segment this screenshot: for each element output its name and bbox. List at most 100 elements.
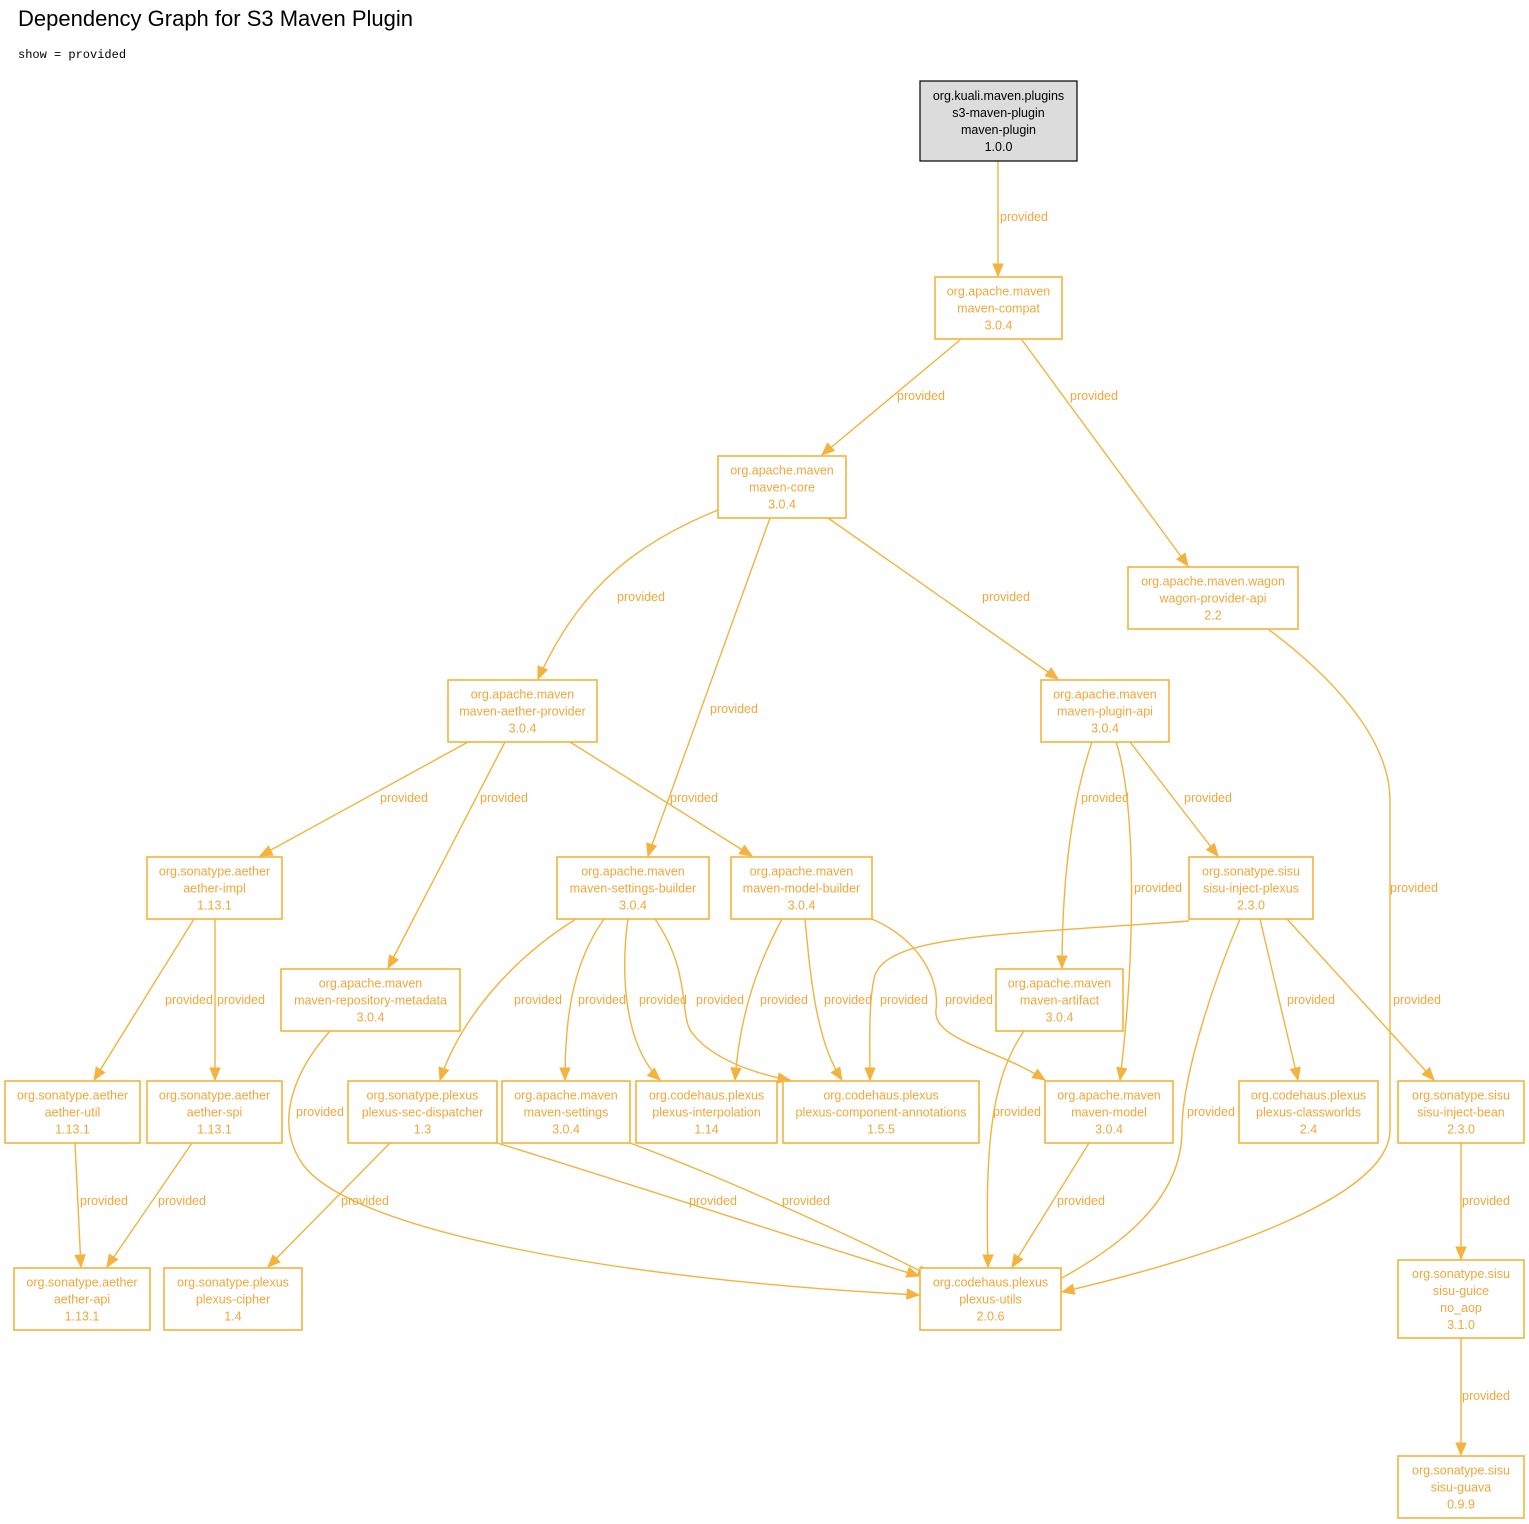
node-label-line: org.sonatype.sisu <box>1202 865 1300 879</box>
node-label-line: 2.0.6 <box>977 1310 1005 1324</box>
node-label-line: org.sonatype.aether <box>159 1089 270 1103</box>
node-label-line: sisu-inject-bean <box>1417 1106 1505 1120</box>
arrowhead <box>387 954 400 970</box>
node-label-line: maven-repository-metadata <box>294 994 447 1008</box>
arrowhead <box>1455 1246 1467 1261</box>
arrowhead <box>1205 842 1219 858</box>
edge-line <box>267 1142 391 1268</box>
node-label-line: maven-compat <box>957 302 1040 316</box>
node-interp[interactable]: org.codehaus.plexusplexus-interpolation1… <box>635 1080 778 1144</box>
arrowhead <box>267 1254 281 1268</box>
nodes-layer: org.kuali.maven.pluginss3-maven-pluginma… <box>4 80 1525 1519</box>
node-label-line: 1.13.1 <box>65 1310 100 1324</box>
node-box <box>995 968 1124 1032</box>
node-wagon[interactable]: org.apache.maven.wagonwagon-provider-api… <box>1127 566 1299 630</box>
node-label-line: 1.14 <box>694 1123 718 1137</box>
edge-label: provided <box>1057 1194 1105 1208</box>
node-label-line: plexus-component-annotations <box>796 1106 967 1120</box>
edge-root-to-compat: provided <box>992 161 1048 278</box>
edge-aetherprov-to-aetherimpl: provided <box>258 741 469 857</box>
arrowhead <box>821 442 836 456</box>
node-root[interactable]: org.kuali.maven.pluginss3-maven-pluginma… <box>919 80 1078 162</box>
edge-sisuplexus-to-sisubean: provided <box>1286 918 1441 1081</box>
arrowhead <box>1421 1066 1435 1081</box>
node-label-line: maven-model <box>1071 1106 1147 1120</box>
edge-label: provided <box>696 993 744 1007</box>
edge-artifact-to-utils: provided <box>982 1030 1041 1269</box>
node-label-line: org.apache.maven <box>1053 688 1157 702</box>
node-box <box>1188 856 1314 920</box>
edge-label: provided <box>1287 993 1335 1007</box>
node-secdisp[interactable]: org.sonatype.plexusplexus-sec-dispatcher… <box>347 1080 498 1144</box>
edge-label: provided <box>380 791 428 805</box>
edge-label: provided <box>824 993 872 1007</box>
node-label-line: org.apache.maven <box>1057 1089 1161 1103</box>
node-label-line: 1.13.1 <box>197 1123 232 1137</box>
edge-label: provided <box>1462 1194 1510 1208</box>
edge-label: provided <box>1393 993 1441 1007</box>
node-label-line: org.apache.maven <box>730 464 834 478</box>
node-box <box>730 856 873 920</box>
edge-secdisp-to-utils: provided <box>496 1142 921 1278</box>
node-box <box>501 1080 631 1144</box>
node-label-line: maven-plugin <box>961 123 1036 137</box>
graph-subtitle: show = provided <box>18 48 127 62</box>
node-label-line: 3.0.4 <box>552 1123 580 1137</box>
node-label-line: maven-plugin-api <box>1057 705 1153 719</box>
edge-line <box>871 918 1046 1081</box>
edge-line <box>629 1142 931 1277</box>
node-label-line: 0.9.9 <box>1447 1498 1475 1512</box>
node-box <box>919 80 1078 162</box>
node-label-line: plexus-utils <box>959 1293 1022 1307</box>
node-aetherspi[interactable]: org.sonatype.aether aether-spi 1.13.1 <box>146 1080 283 1144</box>
arrowhead <box>738 844 754 857</box>
node-label-line: org.codehaus.plexus <box>649 1089 764 1103</box>
node-compann[interactable]: org.codehaus.plexusplexus-component-anno… <box>782 1080 980 1144</box>
node-aetherprov[interactable]: org.apache.mavenmaven-aether-provider3.0… <box>447 679 598 743</box>
node-settingsbuilder[interactable]: org.apache.mavenmaven-settings-builder3.… <box>556 856 710 920</box>
node-label-line: org.apache.maven <box>581 865 685 879</box>
edge-label: provided <box>760 993 808 1007</box>
edge-line <box>259 741 469 857</box>
edge-guice-to-guava: provided <box>1455 1338 1510 1457</box>
edge-line <box>288 1030 920 1296</box>
arrowhead <box>258 845 274 857</box>
arrowhead <box>1056 955 1068 970</box>
arrowhead <box>537 665 549 681</box>
node-label-line: aether-util <box>45 1106 101 1120</box>
node-label-line: 3.0.4 <box>985 319 1013 333</box>
node-box <box>13 1267 151 1331</box>
edge-line <box>387 741 506 969</box>
node-label-line: aether-spi <box>187 1106 243 1120</box>
edge-pluginapi-to-model: provided <box>1115 741 1182 1082</box>
node-label-line: maven-aether-provider <box>459 705 585 719</box>
node-repometa[interactable]: org.apache.mavenmaven-repository-metadat… <box>280 968 461 1032</box>
node-box <box>163 1267 303 1331</box>
edge-label: provided <box>480 791 528 805</box>
edge-label: provided <box>1462 1389 1510 1403</box>
edge-line <box>1115 741 1133 1081</box>
arrowhead <box>1175 552 1189 568</box>
arrowhead <box>1116 1066 1128 1082</box>
node-label-line: org.kuali.maven.plugins <box>933 89 1064 103</box>
edge-line <box>1061 628 1391 1293</box>
node-box <box>1127 566 1299 630</box>
edge-line <box>654 918 791 1081</box>
